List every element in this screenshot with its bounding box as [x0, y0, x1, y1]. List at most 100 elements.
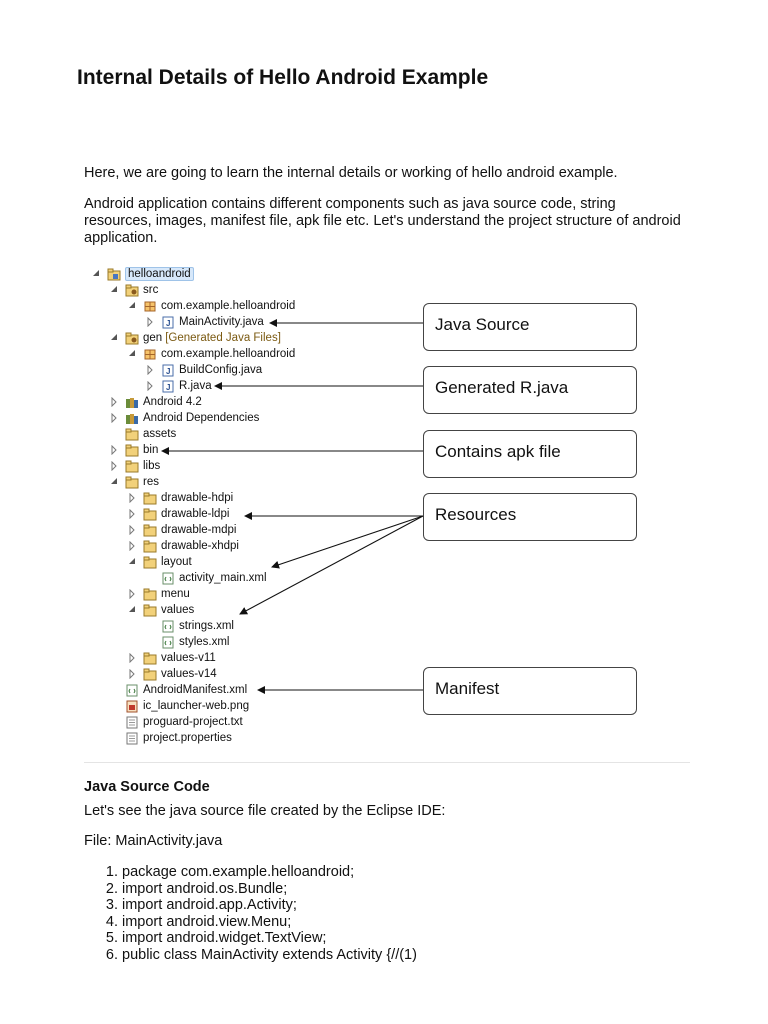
folder-icon	[143, 556, 157, 569]
section-heading: Java Source Code	[84, 779, 210, 795]
java-file-icon: J	[161, 316, 175, 329]
tree-item: proguard-project.txt	[110, 714, 243, 730]
callout-resources: Resources	[423, 493, 637, 541]
tree-item-label: styles.xml	[179, 636, 230, 648]
tree-item-label: values	[161, 604, 195, 616]
folder-icon	[143, 524, 157, 537]
code-line: import android.widget.TextView;	[122, 930, 417, 947]
folder-icon	[143, 492, 157, 505]
folder-icon	[125, 460, 139, 473]
tree-item-label: helloandroid	[125, 267, 194, 281]
library-icon	[125, 396, 139, 409]
tree-item: project.properties	[110, 730, 232, 746]
collapsed-arrow-icon	[128, 541, 136, 551]
arrow-resources-values	[239, 515, 424, 615]
callout-apk: Contains apk file	[423, 430, 637, 478]
java-file-icon: J	[161, 364, 175, 377]
tree-item-label: src	[143, 284, 159, 296]
collapsed-arrow-icon	[146, 365, 154, 375]
text-file-icon	[125, 732, 139, 745]
tree-item-label: drawable-ldpi	[161, 508, 230, 520]
expanded-arrow-icon	[92, 269, 100, 279]
tree-item-label: AndroidManifest.xml	[143, 684, 248, 696]
folder-icon	[125, 428, 139, 441]
expanded-arrow-icon	[128, 605, 136, 615]
callout-apk-label: Contains apk file	[435, 442, 561, 461]
expanded-arrow-icon	[128, 301, 136, 311]
spacer	[146, 573, 154, 583]
collapsed-arrow-icon	[110, 413, 118, 423]
tree-item: menu	[128, 586, 190, 602]
tree-item-label: activity_main.xml	[179, 572, 267, 584]
code-listing: package com.example.helloandroid; import…	[84, 864, 417, 963]
tree-item: J R.java	[146, 378, 212, 394]
spacer	[146, 637, 154, 647]
xml-file-icon	[161, 636, 175, 649]
folder-icon	[125, 476, 139, 489]
tree-item: bin	[110, 442, 158, 458]
collapsed-arrow-icon	[128, 525, 136, 535]
tree-item: activity_main.xml	[146, 570, 267, 586]
tree-item-label: drawable-xhdpi	[161, 540, 239, 552]
collapsed-arrow-icon	[110, 461, 118, 471]
tree-item-label: res	[143, 476, 159, 488]
spacer	[110, 685, 118, 695]
tree-item: libs	[110, 458, 160, 474]
expanded-arrow-icon	[110, 477, 118, 487]
callout-java-source: Java Source	[423, 303, 637, 351]
page-title: Internal Details of Hello Android Exampl…	[77, 66, 489, 89]
tree-item: com.example.helloandroid	[128, 298, 295, 314]
arrow-resources-layout	[271, 515, 424, 569]
tree-item-label: ic_launcher-web.png	[143, 700, 250, 712]
svg-text:J: J	[166, 367, 170, 376]
tree-item-label: project.properties	[143, 732, 232, 744]
tree-item: src	[110, 282, 158, 298]
java-file-icon: J	[161, 380, 175, 393]
tree-item: gen[Generated Java Files]	[110, 330, 281, 346]
code-line: import android.view.Menu;	[122, 914, 417, 931]
tree-item-label: R.java	[179, 380, 212, 392]
spacer	[110, 717, 118, 727]
folder-icon	[143, 604, 157, 617]
spacer	[146, 621, 154, 631]
tree-item-label: drawable-mdpi	[161, 524, 237, 536]
source-folder-icon	[125, 284, 139, 297]
tree-item: values-v11	[128, 650, 216, 666]
source-folder-icon	[125, 332, 139, 345]
tree-item: drawable-xhdpi	[128, 538, 239, 554]
callout-generated-r-label: Generated R.java	[435, 378, 569, 397]
section-divider	[84, 762, 690, 763]
tree-item-label: com.example.helloandroid	[161, 348, 296, 360]
library-icon	[125, 412, 139, 425]
collapsed-arrow-icon	[128, 493, 136, 503]
tree-item: AndroidManifest.xml	[110, 682, 247, 698]
tree-item: values-v14	[128, 666, 217, 682]
tree-item-label: values-v14	[161, 668, 217, 680]
collapsed-arrow-icon	[128, 509, 136, 519]
tree-item-label: values-v11	[161, 652, 216, 664]
xml-file-icon	[125, 684, 139, 697]
package-icon	[143, 300, 157, 313]
xml-file-icon	[161, 572, 175, 585]
xml-file-icon	[161, 620, 175, 633]
collapsed-arrow-icon	[128, 589, 136, 599]
folder-icon	[143, 588, 157, 601]
folder-icon	[143, 668, 157, 681]
callout-manifest: Manifest	[423, 667, 637, 715]
tree-item-label: proguard-project.txt	[143, 716, 243, 728]
tree-item-label: libs	[143, 460, 161, 472]
tree-item: drawable-mdpi	[128, 522, 236, 538]
tree-item: values	[128, 602, 194, 618]
tree-item-label: com.example.helloandroid	[161, 300, 296, 312]
tree-item-note: [Generated Java Files]	[165, 332, 281, 344]
tree-item: drawable-hdpi	[128, 490, 233, 506]
description-paragraph: Android application contains different c…	[84, 196, 681, 246]
code-line: import android.os.Bundle;	[122, 881, 417, 898]
tree-item-label: menu	[161, 588, 190, 600]
callout-java-source-label: Java Source	[435, 315, 530, 334]
code-line: import android.app.Activity;	[122, 897, 417, 914]
intro-paragraph: Here, we are going to learn the internal…	[84, 165, 618, 181]
tree-item: com.example.helloandroid	[128, 346, 295, 362]
tree-item-label: gen	[143, 332, 163, 344]
